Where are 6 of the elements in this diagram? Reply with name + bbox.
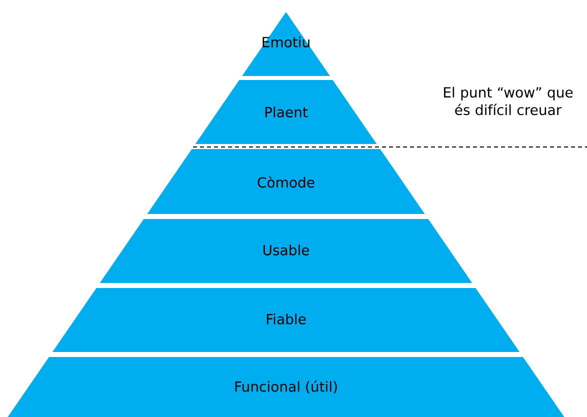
pyramid-layer: Plaent — [195, 80, 377, 144]
pyramid-layer: Còmode — [147, 149, 425, 214]
annotation-text: El punt “wow” que és difícil creuar — [444, 86, 573, 116]
pyramid-layer: Fiable — [52, 288, 520, 352]
pyramid-layer: Usable — [100, 218, 472, 283]
pyramid-layer: Funcional (útil) — [8, 356, 564, 417]
